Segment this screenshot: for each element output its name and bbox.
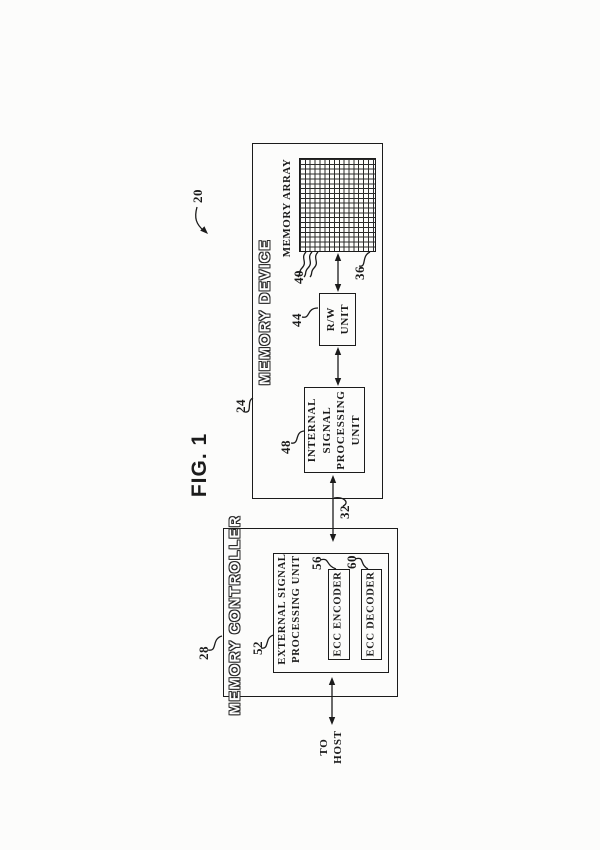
- ref-60: 60: [344, 555, 359, 569]
- ecc-decoder-label: ECC DECODER: [365, 571, 377, 657]
- ref-44: 44: [289, 313, 304, 327]
- rw-unit-box: [319, 293, 356, 346]
- memory-device-title: MEMORY DEVICE: [256, 238, 274, 386]
- ref-48: 48: [278, 440, 293, 454]
- figure-title: FIG. 1: [188, 432, 211, 498]
- memory-device-box: [252, 143, 383, 499]
- ref-20: 20: [190, 189, 205, 203]
- internal-signal-processing-unit-label: INTERNAL SIGNAL PROCESSING UNIT: [306, 390, 362, 470]
- ref-24: 24: [233, 399, 248, 413]
- rw-unit-label: R/W UNIT: [325, 303, 351, 335]
- ref-52: 52: [250, 641, 265, 655]
- ecc-encoder-box: [328, 569, 350, 660]
- memory-controller-box: [223, 528, 398, 697]
- external-signal-processing-unit-label: EXTERNAL SIGNAL PROCESSING UNIT: [277, 553, 302, 665]
- memory-controller-title: MEMORY CONTROLLER: [226, 514, 244, 716]
- ecc-decoder-box: [361, 569, 382, 660]
- memory-array-grid: [299, 158, 376, 252]
- ref-40: 40: [291, 270, 306, 284]
- ref-56: 56: [309, 556, 324, 570]
- memory-array-label: MEMORY ARRAY: [281, 158, 293, 258]
- ref-32: 32: [337, 505, 352, 519]
- internal-signal-processing-unit-box: [304, 387, 365, 473]
- ecc-encoder-label: ECC ENCODER: [332, 571, 344, 657]
- ref-36: 36: [352, 266, 367, 280]
- lead-ref-20: [195, 206, 208, 234]
- ref-28: 28: [196, 646, 211, 660]
- external-signal-processing-unit-box: [273, 553, 389, 673]
- to-host-label: TO HOST: [318, 730, 344, 764]
